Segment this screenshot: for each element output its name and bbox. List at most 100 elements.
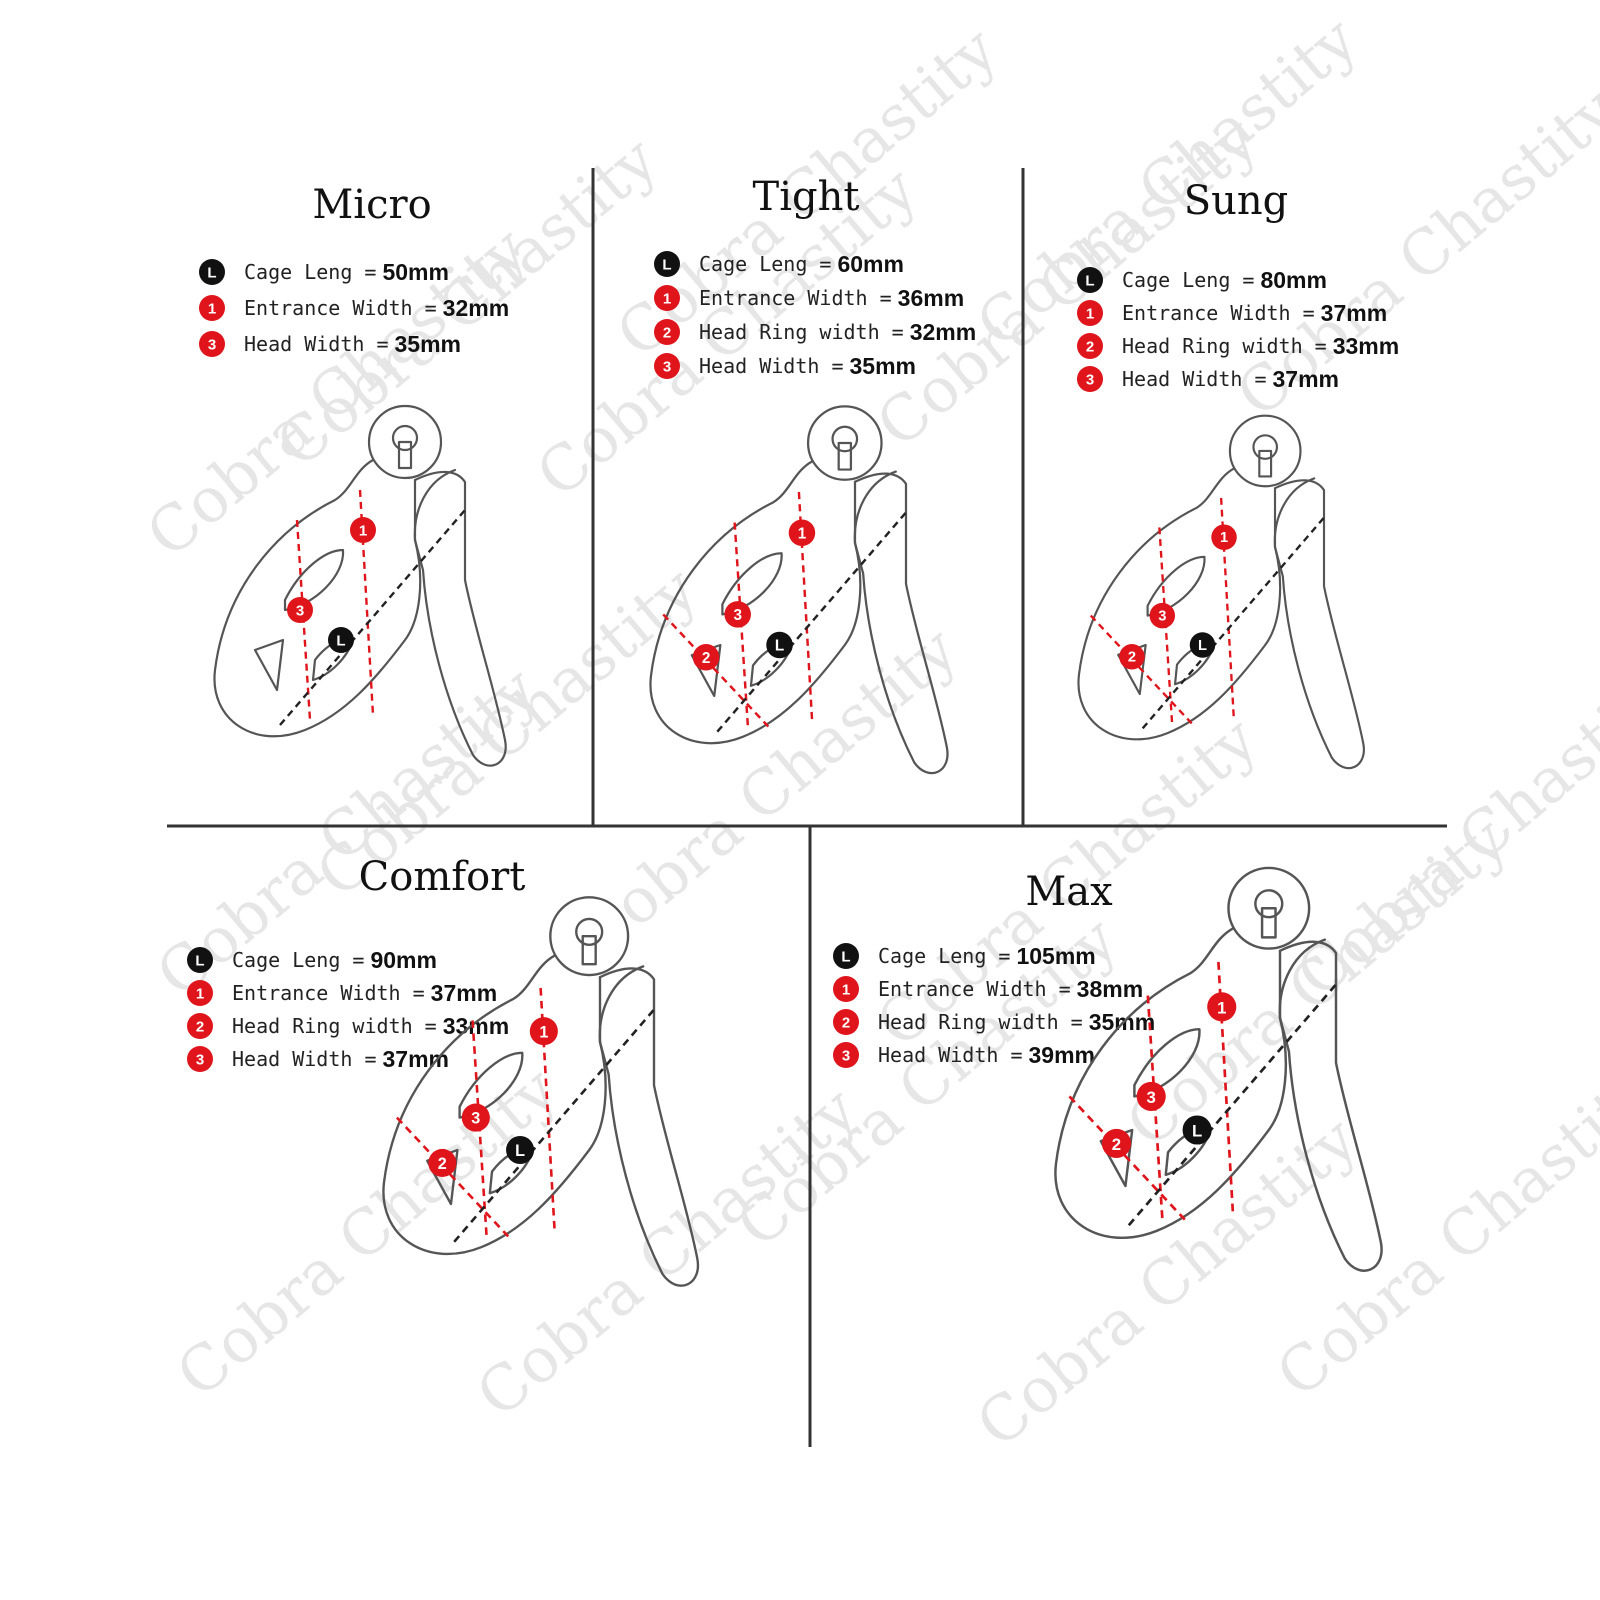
cage-badge-3-circle bbox=[1149, 602, 1176, 629]
spec-value: 33mm bbox=[443, 1013, 509, 1039]
cage-badge-1-circle bbox=[529, 1017, 558, 1046]
cage-badge-l: L bbox=[1189, 632, 1216, 658]
spec-label: Head Width = bbox=[699, 354, 844, 378]
spec-badge-text: 1 bbox=[208, 301, 216, 318]
lock-slot bbox=[581, 934, 597, 966]
spec-value: 32mm bbox=[910, 319, 976, 345]
spec-badge-circle bbox=[1077, 300, 1103, 326]
spec-badge: L bbox=[199, 259, 225, 285]
spec-badge-circle bbox=[654, 251, 680, 277]
spec-badge-text: 3 bbox=[663, 359, 671, 376]
spec-label: Entrance Width = bbox=[1122, 301, 1315, 325]
spec-badge-text: 1 bbox=[663, 291, 671, 308]
cage-badge-1-circle bbox=[350, 517, 376, 543]
lock-slot bbox=[837, 441, 853, 471]
spec-label: Head Ring width = bbox=[699, 320, 904, 344]
spec-badge: 1 bbox=[199, 295, 225, 321]
spec-badge-text: L bbox=[195, 953, 204, 970]
cage-badge-2-circle bbox=[692, 643, 720, 671]
spec-label: Entrance Width = bbox=[878, 977, 1071, 1001]
spec-badge-circle bbox=[654, 353, 680, 379]
lock-icon bbox=[575, 917, 604, 946]
spec-badge: 1 bbox=[654, 285, 680, 311]
spec-badge-text: 2 bbox=[663, 325, 671, 342]
cage-badge-l-circle bbox=[766, 631, 793, 659]
spec-label: Entrance Width = bbox=[699, 286, 892, 310]
spec-badge-circle bbox=[833, 1042, 859, 1068]
spec-badge-circle bbox=[187, 1013, 213, 1039]
head-ring-arrow bbox=[662, 613, 770, 728]
cage-badge-1-text: 1 bbox=[1220, 530, 1228, 546]
spec-value: 35mm bbox=[395, 331, 461, 357]
spec-value: 60mm bbox=[837, 251, 903, 277]
spec-badge-text: 3 bbox=[1086, 372, 1094, 389]
cage-badge-l: L bbox=[1182, 1115, 1212, 1145]
spec-badge-circle bbox=[199, 331, 225, 357]
panel-title: Tight bbox=[753, 174, 860, 220]
spec-badge: L bbox=[1077, 267, 1103, 293]
cage-badge-2: 2 bbox=[1119, 644, 1145, 670]
cage-badge-2-text: 2 bbox=[702, 650, 711, 667]
spec-label: Head Ring width = bbox=[878, 1010, 1083, 1034]
spec-badge-text: 3 bbox=[208, 337, 216, 354]
spec-badge: 1 bbox=[833, 976, 859, 1002]
spec-badge: 3 bbox=[654, 353, 680, 379]
cage-badge-l-circle bbox=[1189, 632, 1216, 658]
spec-badge: 3 bbox=[199, 331, 225, 357]
spec-badge: 2 bbox=[833, 1009, 859, 1035]
spec-label: Entrance Width = bbox=[244, 296, 437, 320]
cage-drawing: 13L bbox=[213, 404, 507, 767]
cage-badge-1: 1 bbox=[1207, 992, 1237, 1022]
spec-badge: 3 bbox=[833, 1042, 859, 1068]
spec-value: 37mm bbox=[1321, 300, 1387, 326]
head-ring-arrow bbox=[1068, 1095, 1186, 1221]
cage-badge-1-text: 1 bbox=[1217, 998, 1226, 1017]
panel-dividers bbox=[167, 168, 1447, 1447]
head-ring-arrow bbox=[396, 1116, 510, 1238]
panel-title: Max bbox=[1025, 869, 1113, 915]
cage-badge-3-circle bbox=[287, 597, 313, 623]
cage-badge-1-text: 1 bbox=[539, 1023, 548, 1041]
spec-badge-text: L bbox=[841, 949, 850, 966]
spec-badge: 2 bbox=[187, 1013, 213, 1039]
cage-badge-l: L bbox=[766, 631, 793, 659]
cage-badge-3-text: 3 bbox=[1158, 609, 1166, 625]
cage-slot bbox=[253, 638, 285, 692]
spec-label: Head Width = bbox=[878, 1043, 1023, 1067]
cage-badge-l-text: L bbox=[515, 1142, 525, 1160]
spec-label: Cage Leng = bbox=[232, 948, 364, 972]
base-ring-arm bbox=[413, 470, 507, 767]
cage-body bbox=[1077, 467, 1316, 741]
spec-row: 1 Entrance Width =38mm bbox=[833, 976, 1143, 1002]
spec-badge-circle bbox=[187, 980, 213, 1006]
spec-row: 2 Head Ring width =32mm bbox=[654, 319, 976, 345]
lock-icon bbox=[831, 425, 859, 453]
spec-value: 38mm bbox=[1077, 976, 1143, 1002]
spec-value: 105mm bbox=[1016, 943, 1095, 969]
cage-badge-2: 2 bbox=[692, 643, 720, 671]
spec-badge-text: L bbox=[207, 265, 216, 282]
spec-badge-text: 3 bbox=[196, 1052, 204, 1069]
cage-badge-3-text: 3 bbox=[733, 607, 742, 624]
cage-badge-3-text: 3 bbox=[296, 603, 304, 620]
cage-badge-2-circle bbox=[1119, 644, 1145, 670]
dimension-arrows: 13L bbox=[279, 489, 466, 726]
head-ring-arrow bbox=[1089, 614, 1193, 725]
lock-icon bbox=[1254, 889, 1284, 919]
spec-badge-circle bbox=[833, 943, 859, 969]
spec-badge: 3 bbox=[1077, 366, 1103, 392]
